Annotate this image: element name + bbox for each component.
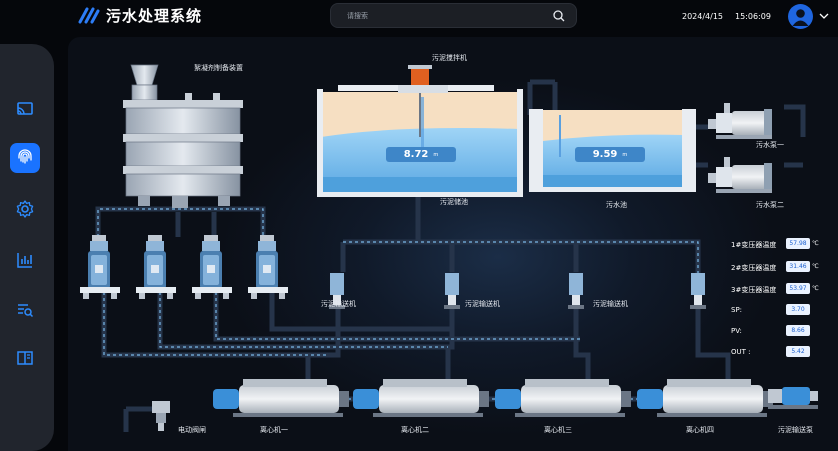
sidebar-item-touch[interactable] — [10, 143, 40, 173]
search-placeholder: 请搜索 — [347, 12, 368, 20]
cast-icon — [17, 102, 33, 115]
conveyor1-label: 污泥输送机 — [321, 300, 356, 308]
readout-value: 5.42 — [786, 346, 810, 357]
sidebar-item-book[interactable] — [10, 343, 40, 373]
logo-icon — [78, 7, 100, 24]
sludge-tank — [317, 65, 523, 197]
sludge-pump-label: 污泥输送泵 — [778, 426, 813, 434]
readout-unit: ℃ — [812, 263, 819, 270]
readout-label: OUT : — [731, 348, 751, 356]
flow-lines — [97, 208, 778, 400]
readout-value: 53.97 — [786, 283, 810, 294]
app-title: 污水处理系统 — [106, 7, 203, 25]
process-diagram — [80, 64, 818, 432]
avatar[interactable] — [788, 4, 813, 29]
sewage-tank-level-value: 9.59 — [592, 149, 618, 160]
time-text: 15:06:09 — [735, 12, 771, 21]
sewage-tank-level-unit: m — [622, 151, 628, 158]
centrifuge4-label: 离心机四 — [686, 426, 714, 434]
conveyors — [329, 273, 706, 309]
readout-label: 2#变压器温度 — [731, 264, 777, 272]
centrifuge3-label: 离心机三 — [544, 426, 572, 434]
dosing-pumps — [80, 235, 288, 299]
sewage-tank-level: 9.59 m — [575, 147, 645, 162]
pump1-label: 污水泵一 — [756, 141, 784, 149]
sidebar-item-statistics[interactable] — [10, 245, 40, 275]
sludge-tank-level-unit: m — [433, 151, 439, 158]
fingerprint-icon — [18, 149, 32, 164]
search-icon[interactable] — [552, 9, 566, 23]
coagulant-device-label: 絮凝剂制备装置 — [194, 64, 243, 72]
sewage-pumps — [708, 103, 772, 193]
process-panel: 絮凝剂制备装置 污泥搅拌机 污泥储池 污水池 污水泵一 污水泵二 污泥输送机 污… — [68, 37, 838, 451]
conveyor3-label: 污泥输送机 — [593, 300, 628, 308]
sidebar — [0, 44, 54, 451]
user-icon — [792, 9, 809, 26]
coagulant-device — [123, 64, 243, 208]
readout-unit: ℃ — [812, 285, 819, 292]
sludge-transfer-pump — [768, 387, 818, 409]
centrifuge1-label: 离心机一 — [260, 426, 288, 434]
list-search-icon — [18, 304, 34, 318]
readout-value: 3.70 — [786, 304, 810, 315]
mixer-label: 污泥搅拌机 — [432, 54, 467, 62]
top-bar: 污水处理系统 请搜索 2024/4/15 15:06:09 — [0, 0, 838, 34]
sewage-tank-label: 污水池 — [606, 201, 627, 209]
sidebar-item-settings[interactable] — [10, 194, 40, 224]
readout-label: PV: — [731, 327, 742, 335]
conveyor2-label: 污泥输送机 — [465, 300, 500, 308]
centrifuges — [213, 379, 773, 417]
pump2-label: 污水泵二 — [756, 201, 784, 209]
sludge-tank-level-value: 8.72 — [403, 149, 429, 160]
valve-label: 电动阀闸 — [178, 426, 206, 434]
gear-icon — [16, 200, 34, 218]
sidebar-item-search-list[interactable] — [10, 295, 40, 325]
sidebar-item-cast[interactable] — [10, 94, 40, 124]
sludge-tank-level: 8.72 m — [386, 147, 456, 162]
readout-value: 57.98 — [786, 238, 810, 249]
bar-chart-icon — [17, 253, 32, 268]
sludge-tank-label: 污泥储池 — [440, 198, 468, 206]
date-text: 2024/4/15 — [682, 12, 724, 21]
electric-valve — [152, 401, 170, 431]
readout-label: 3#变压器温度 — [731, 286, 777, 294]
search-input[interactable]: 请搜索 — [330, 3, 577, 28]
readout-value: 8.66 — [786, 325, 810, 336]
centrifuge2-label: 离心机二 — [401, 426, 429, 434]
book-icon — [17, 351, 33, 365]
readout-label: SP: — [731, 306, 743, 314]
chevron-down-icon[interactable] — [818, 10, 830, 22]
readout-value: 31.46 — [786, 261, 810, 272]
readout-label: 1#变压器温度 — [731, 241, 777, 249]
readout-unit: ℃ — [812, 240, 819, 247]
